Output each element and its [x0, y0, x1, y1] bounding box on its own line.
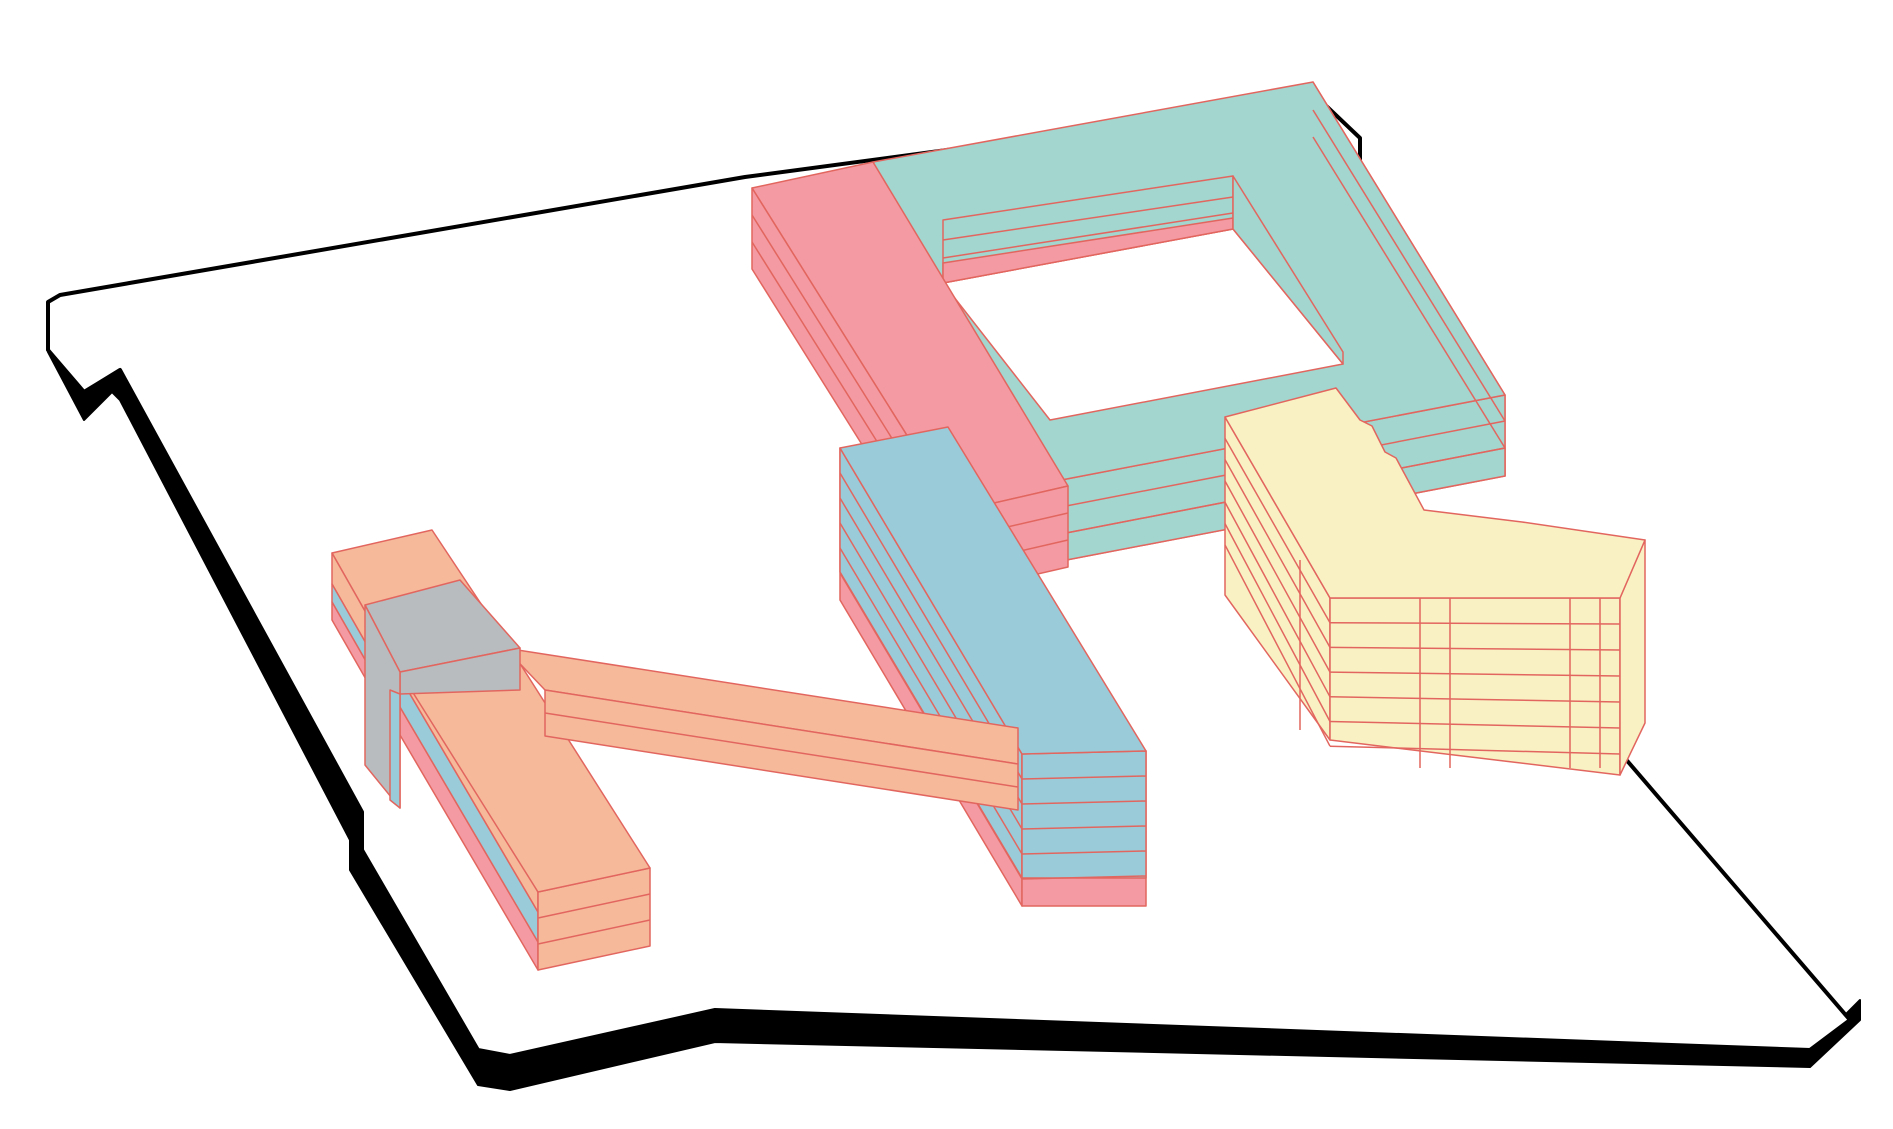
- slab-floor-line: [1021, 850, 1147, 855]
- res-floor-line: [1224, 523, 1331, 722]
- res-floor-line: [1329, 646, 1621, 651]
- res-floor-line: [1329, 745, 1621, 755]
- res-floor-line: [1224, 480, 1331, 673]
- core-side-lower: [389, 689, 401, 809]
- bridge-floor-line: [544, 712, 1019, 788]
- residential-block: [1224, 387, 1646, 776]
- slab-floor-line: [1021, 800, 1147, 805]
- low-block-floor-line: [537, 893, 651, 919]
- courtyard-floor-line: [942, 196, 1234, 241]
- courtyard-floor-line: [1312, 109, 1506, 422]
- res-floor-line: [1329, 696, 1621, 703]
- slab-front-upper: [1021, 750, 1147, 879]
- slab-roof: [839, 426, 1147, 755]
- slab-floor-line: [1021, 875, 1147, 880]
- courtyard-floor-line: [942, 212, 1234, 259]
- bridge-wing: [331, 529, 1019, 811]
- slab-floor-line: [1021, 775, 1147, 780]
- low-block: [389, 639, 651, 971]
- res-floor-line: [1224, 544, 1331, 747]
- res-roof: [1224, 387, 1646, 599]
- slab-floor-line: [1021, 825, 1147, 830]
- courtyard-inner-east-wall: [1232, 175, 1344, 365]
- low-block-floor-line: [537, 919, 651, 945]
- res-floor-line: [1224, 459, 1331, 648]
- res-floor-line: [1329, 720, 1621, 729]
- res-floor-line: [1224, 437, 1331, 624]
- courtyard-floor-line: [1312, 136, 1506, 449]
- res-floor-line: [1224, 501, 1331, 698]
- res-floor-line: [1329, 621, 1621, 625]
- res-floor-line: [1329, 671, 1621, 677]
